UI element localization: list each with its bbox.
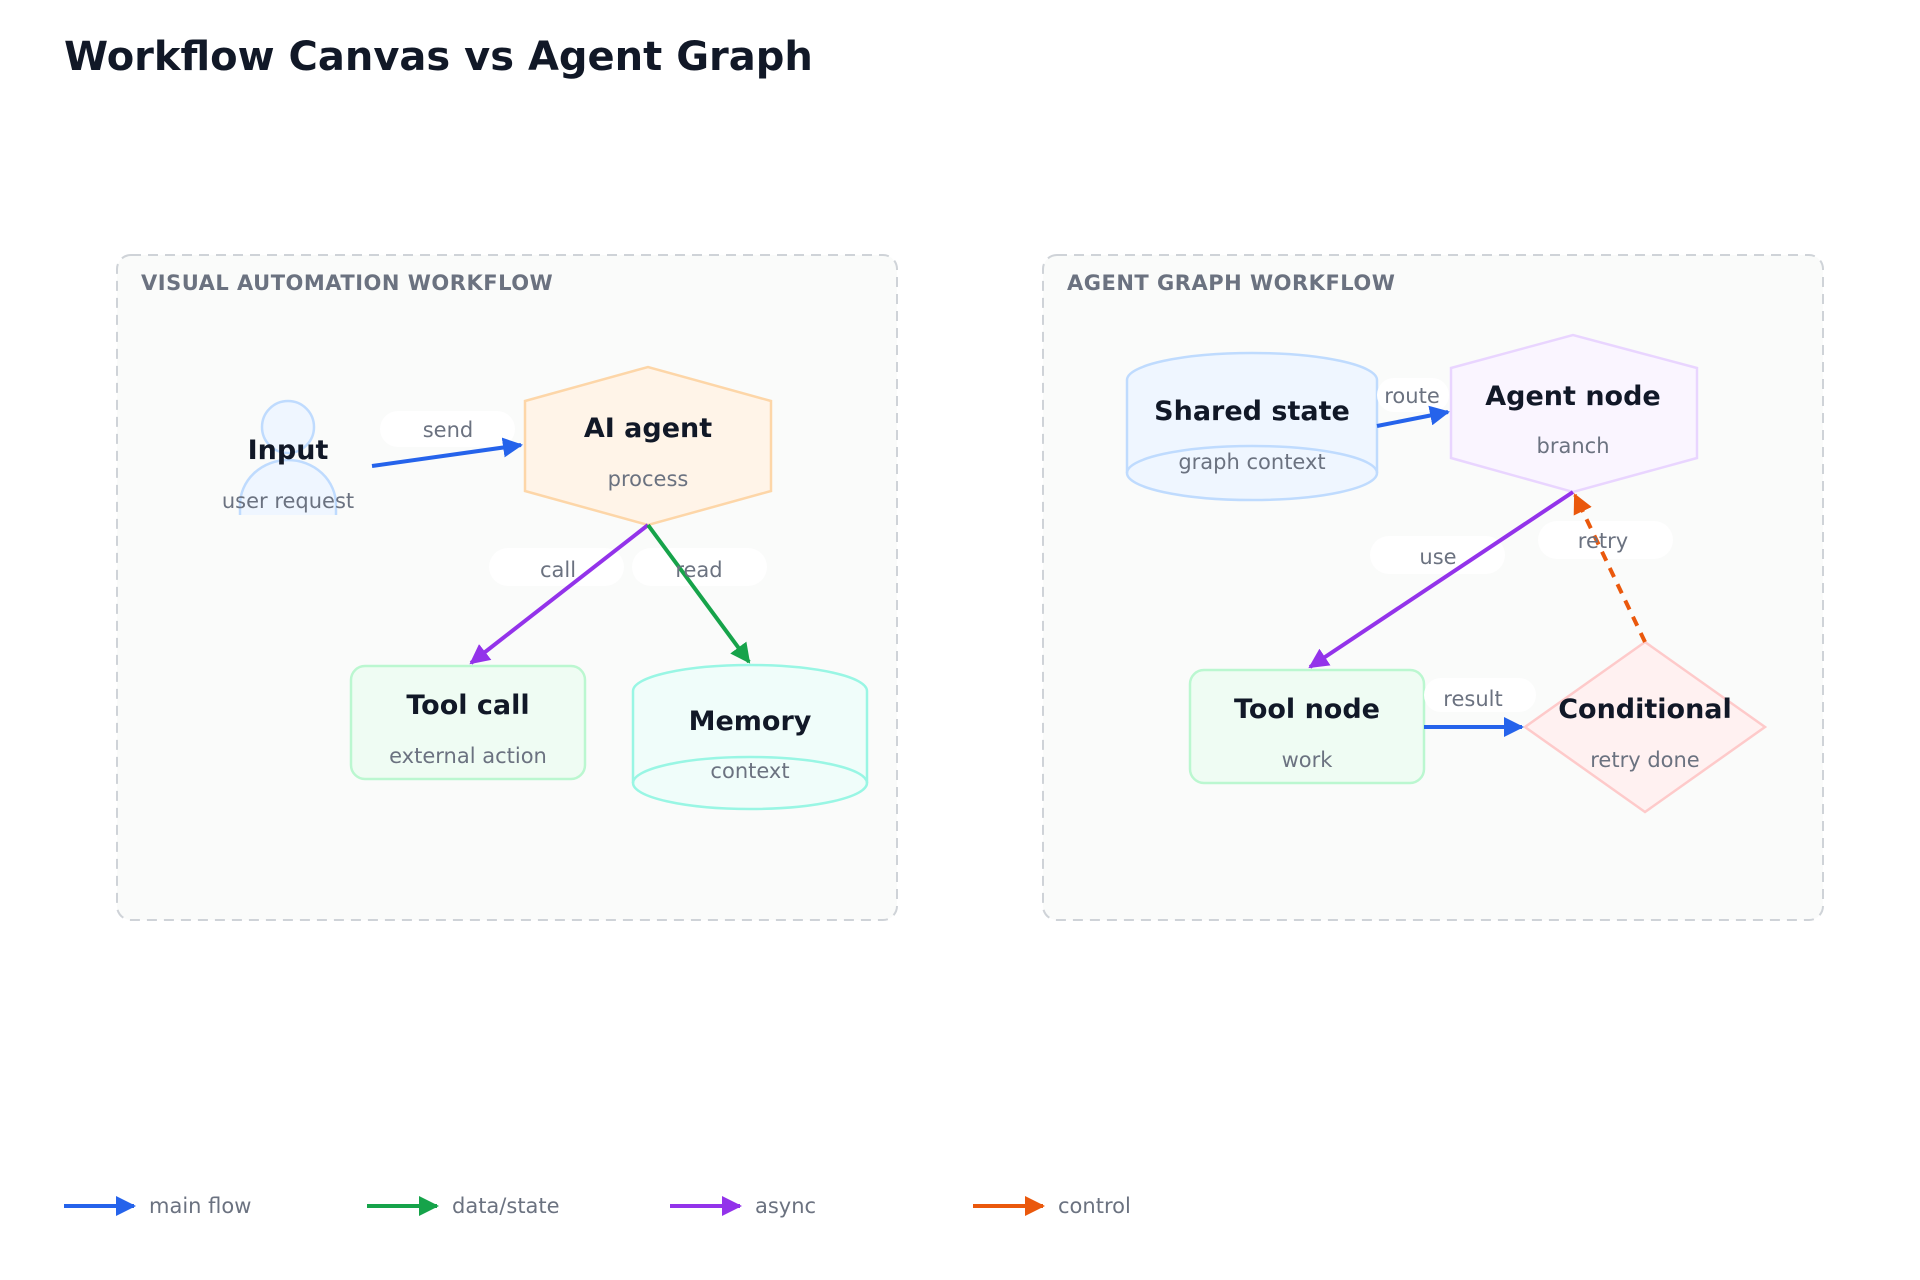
node-subtitle: context — [710, 759, 789, 783]
edge-label: send — [423, 418, 474, 442]
node-subtitle: work — [1282, 748, 1334, 772]
edge-label: read — [675, 558, 722, 582]
edge-label: retry — [1578, 529, 1628, 553]
node-title: Input — [248, 435, 329, 466]
page-title: Workflow Canvas vs Agent Graph — [64, 34, 813, 80]
node-subtitle: retry done — [1590, 748, 1699, 772]
legend-item-control: control — [973, 1194, 1131, 1218]
node-title: Memory — [689, 706, 812, 737]
hexagon-shape — [523, 365, 773, 527]
node-tool-node[interactable]: Tool node work — [1188, 668, 1426, 785]
edge-label: call — [540, 558, 576, 582]
legend-label: main flow — [149, 1194, 251, 1218]
edge-use: use — [1308, 490, 1575, 669]
panel-label-left: VISUAL AUTOMATION WORKFLOW — [141, 271, 553, 295]
node-tool-call[interactable]: Tool call external action — [349, 664, 587, 781]
panel-label-right: AGENT GRAPH WORKFLOW — [1067, 271, 1395, 295]
diamond-shape — [1522, 640, 1768, 814]
node-subtitle: process — [608, 467, 689, 491]
edge-send: send — [371, 411, 523, 468]
node-title: Shared state — [1154, 396, 1350, 427]
edge-label: route — [1384, 384, 1439, 408]
edge-retry: retry — [1538, 493, 1673, 643]
node-agent-node[interactable]: Agent node branch — [1449, 333, 1699, 494]
edge-route: route — [1376, 378, 1450, 428]
edge-result: result — [1424, 678, 1536, 737]
legend-item-main-flow: main flow — [64, 1194, 251, 1218]
legend-label: data/state — [452, 1194, 560, 1218]
edge-label: result — [1443, 687, 1502, 711]
node-subtitle: external action — [389, 744, 547, 768]
node-conditional[interactable]: Conditional retry done — [1522, 640, 1768, 814]
node-subtitle: graph context — [1178, 450, 1325, 474]
node-title: AI agent — [584, 413, 712, 444]
panel-agent-graph: AGENT GRAPH WORKFLOW Shared state graph … — [1042, 254, 1824, 921]
node-memory[interactable]: Memory context — [631, 663, 869, 811]
rect-shape — [349, 664, 587, 781]
legend: main flow data/state async control — [64, 1194, 1131, 1218]
legend-label: control — [1058, 1194, 1131, 1218]
legend-item-async: async — [670, 1194, 816, 1218]
hexagon-shape — [1449, 333, 1699, 494]
node-input[interactable]: Input user request — [222, 399, 354, 515]
cylinder-body — [631, 663, 869, 811]
panel-visual-automation: VISUAL AUTOMATION WORKFLOW Input user re… — [116, 254, 898, 921]
node-ai-agent[interactable]: AI agent process — [523, 365, 773, 527]
node-subtitle: branch — [1537, 434, 1610, 458]
edge-label: use — [1419, 545, 1456, 569]
node-subtitle: user request — [222, 489, 354, 513]
node-title: Agent node — [1485, 381, 1660, 412]
node-title: Conditional — [1558, 694, 1732, 725]
edge-call: call — [469, 523, 650, 665]
legend-item-data-state: data/state — [367, 1194, 560, 1218]
node-title: Tool call — [406, 690, 529, 721]
node-title: Tool node — [1234, 694, 1380, 725]
node-shared-state[interactable]: Shared state graph context — [1125, 351, 1379, 502]
legend-label: async — [755, 1194, 816, 1218]
person-icon — [238, 399, 338, 515]
edge-read: read — [632, 523, 767, 664]
